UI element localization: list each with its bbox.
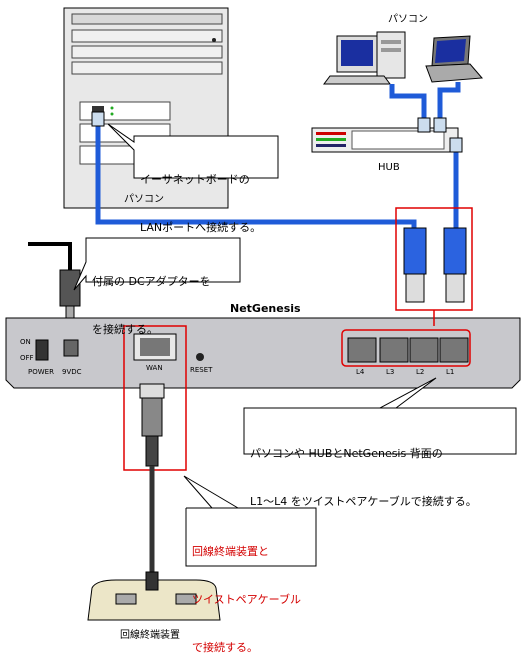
device-name-label: NetGenesis [230,302,301,315]
diagram-canvas [5,7,521,621]
callout-line: 回線終端装置と [192,545,269,558]
callout-line: ツイストペアケーブル [192,593,302,606]
dc-adapter [28,242,81,327]
callout-line: LANポートへ接続する。 [140,221,262,234]
switch-on-label: ON [20,338,31,346]
callout-line: L1～L4 をツイストペアケーブルで接続する。 [250,495,477,508]
pc-left-label: パソコン [124,194,164,205]
lan-plugs [403,227,467,303]
pc-top-label: パソコン [388,14,428,25]
lan-ports-highlight [341,329,471,367]
callout-line: で接続する。 [192,641,258,654]
reset-label: RESET [190,366,213,374]
tower-pc [63,7,229,209]
dc-adapter-callout: 付属の DCアダプターを を接続する。 [92,242,211,354]
laptop-computer [425,35,484,83]
wan-highlight [123,325,187,471]
desktop-computer [323,31,406,85]
callout-line: を接続する。 [92,323,158,336]
ont-callout: 回線終端装置と ツイストペアケーブル で接続する。 [192,512,301,672]
l4-label: L4 [356,368,365,376]
l1-label: L1 [446,368,455,376]
ont-device [87,571,221,621]
cable-connectors-top [91,111,463,153]
wan-port-label: WAN [146,364,163,372]
network-connection-diagram: イーサネットボードの LANポートへ接続する。 付属の DCアダプターを を接続… [5,7,521,654]
wan-cable [139,383,165,574]
ont-label: 回線終端装置 [120,630,180,641]
callout-line: イーサネットボードの [140,173,250,186]
power-label: POWER [28,368,54,376]
switch-off-label: OFF [20,354,34,362]
vdc-label: 9VDC [62,368,82,376]
hub-label: HUB [378,162,400,173]
ethernet-board-callout: イーサネットボードの LANポートへ接続する。 [140,140,261,252]
l2-label: L2 [416,368,425,376]
callout-line: パソコンや HUBとNetGenesis 背面の [250,447,443,460]
l3-label: L3 [386,368,395,376]
lan-ports-callout: パソコンや HUBとNetGenesis 背面の L1～L4 をツイストペアケー… [250,414,477,526]
callout-frames [73,123,517,567]
netgenesis-panel [5,317,521,389]
callout-line: 付属の DCアダプターを [92,275,211,288]
